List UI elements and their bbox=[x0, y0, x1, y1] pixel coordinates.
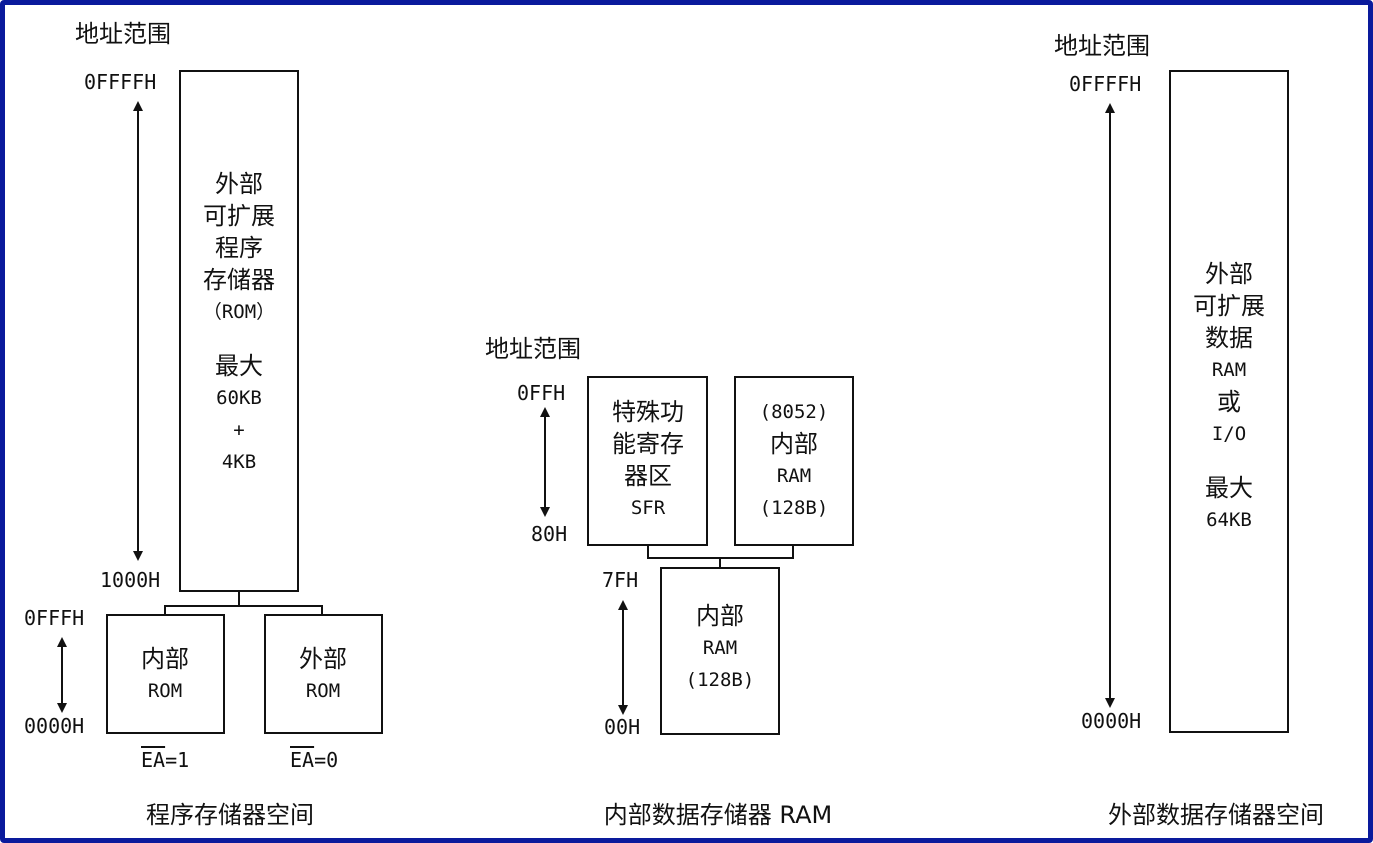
ext-data-line: 数据 bbox=[1205, 324, 1253, 352]
program-addr-split: 1000H bbox=[100, 568, 161, 592]
ram-8052-box bbox=[734, 376, 854, 546]
ext-prog-line: 外部 bbox=[214, 170, 263, 198]
sfr-line: 能寄存 bbox=[612, 430, 684, 458]
ext-data-line: 可扩展 bbox=[1193, 292, 1265, 320]
ext-prog-line: 存储器 bbox=[202, 266, 275, 294]
ea-1-signal: EA bbox=[141, 748, 166, 772]
program-addr-low-top: 0FFFH bbox=[24, 606, 85, 630]
lower-ram-line: 内部 bbox=[695, 602, 744, 630]
lower-ram-label: 内部 RAM (128B) bbox=[686, 600, 755, 696]
ea-0-label: EA=0 bbox=[290, 750, 338, 770]
ext-prog-line: （ROM） bbox=[202, 301, 276, 323]
external-rom-label: 外部 ROM bbox=[299, 643, 347, 707]
ext-prog-line: + bbox=[233, 419, 245, 441]
ext-data-line: 或 bbox=[1217, 388, 1241, 416]
lower-ram-line: (128B) bbox=[685, 669, 755, 691]
external-data-memory-box bbox=[1169, 70, 1289, 733]
data-connector bbox=[647, 545, 794, 559]
sfr-line: 器区 bbox=[624, 462, 672, 490]
int-rom-line: 内部 bbox=[141, 645, 189, 673]
lower-ram-line: RAM bbox=[702, 637, 738, 659]
ext-prog-line: 4KB bbox=[221, 451, 257, 473]
ram-8052-line: (8052) bbox=[759, 401, 829, 423]
ext-data-spacer bbox=[1193, 450, 1265, 472]
data-addr-80: 80H bbox=[531, 522, 568, 546]
data-addr-00: 00H bbox=[604, 715, 641, 739]
internal-data-memory-caption: 内部数据存储器 RAM bbox=[603, 801, 833, 829]
external-data-memory-label: 外部 可扩展 数据 RAM 或 I/O 最大 64KB bbox=[1193, 258, 1265, 536]
ext-prog-line: 60KB bbox=[216, 387, 262, 409]
data-addr-7f: 7FH bbox=[602, 568, 639, 592]
ram-8052-line: 内部 bbox=[769, 430, 818, 458]
ext-prog-line: 可扩展 bbox=[202, 202, 275, 230]
data-addr-heading: 地址范围 bbox=[485, 335, 581, 363]
ext-data-addr-bottom: 0000H bbox=[1081, 709, 1142, 733]
ram-8052-line: (128B) bbox=[759, 497, 829, 519]
program-connector-right bbox=[239, 605, 323, 615]
ext-data-line: 外部 bbox=[1205, 260, 1253, 288]
ext-data-line: RAM bbox=[1211, 359, 1247, 381]
ext-data-line: 64KB bbox=[1206, 509, 1252, 531]
ea-1-label: EA=1 bbox=[141, 750, 189, 770]
ram-8052-line: RAM bbox=[776, 465, 812, 487]
sfr-label: 特殊功 能寄存 器区 SFR bbox=[612, 396, 684, 524]
ea-1-value: =1 bbox=[165, 748, 190, 772]
external-data-memory-caption: 外部数据存储器空间 bbox=[1108, 801, 1324, 829]
ext-data-addr-heading: 地址范围 bbox=[1054, 32, 1150, 60]
ext-data-addr-top: 0FFFFH bbox=[1069, 72, 1142, 96]
program-addr-low-bottom: 0000H bbox=[24, 714, 85, 738]
ext-data-line: I/O bbox=[1211, 423, 1247, 445]
program-memory-caption: 程序存储器空间 bbox=[146, 801, 314, 829]
ext-prog-spacer bbox=[203, 328, 275, 350]
ext-prog-line: 程序 bbox=[214, 234, 263, 262]
data-addr-top: 0FFH bbox=[517, 381, 566, 405]
external-program-memory-label: 外部 可扩展 程序 存储器 （ROM） 最大 60KB + 4KB bbox=[203, 168, 275, 478]
program-connector bbox=[164, 590, 240, 615]
lower-ram-box bbox=[660, 567, 780, 735]
int-rom-line: ROM bbox=[147, 680, 183, 702]
ext-rom-line: ROM bbox=[305, 680, 341, 702]
program-addr-top: 0FFFFH bbox=[84, 70, 157, 94]
internal-rom-label: 内部 ROM bbox=[141, 643, 189, 707]
program-addr-heading: 地址范围 bbox=[75, 20, 171, 48]
sfr-box bbox=[587, 376, 708, 546]
internal-rom-box bbox=[106, 614, 225, 734]
sfr-line: SFR bbox=[630, 497, 666, 519]
ea-0-value: =0 bbox=[314, 748, 339, 772]
ext-rom-line: 外部 bbox=[299, 645, 347, 673]
ext-prog-line: 最大 bbox=[214, 352, 263, 380]
sfr-line: 特殊功 bbox=[612, 398, 684, 426]
ea-0-signal: EA bbox=[290, 748, 315, 772]
external-rom-box bbox=[264, 614, 383, 734]
external-program-memory-box bbox=[179, 70, 299, 592]
ext-data-line: 最大 bbox=[1205, 474, 1253, 502]
ram-8052-label: (8052) 内部 RAM (128B) bbox=[760, 396, 829, 524]
